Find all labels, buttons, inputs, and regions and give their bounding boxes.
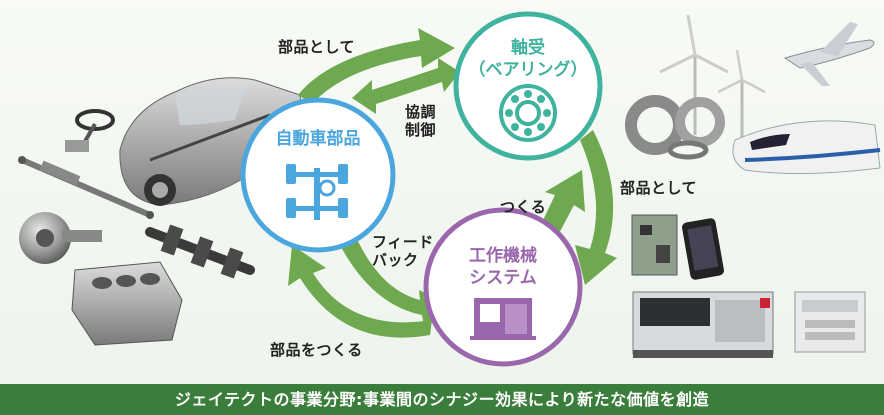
arrow-label-feedback-line1: フィード: [372, 233, 434, 251]
bearings-picture: [625, 95, 725, 160]
auto-parts-title: 自動車部品: [275, 129, 361, 149]
auto-parts-node: [240, 97, 396, 253]
arrow-label-cooperative-control-line1: 協調: [405, 103, 437, 121]
arrow-top-left: [298, 28, 455, 104]
wind-turbines-picture: [659, 14, 766, 140]
arrow-label-make: つくる: [500, 198, 547, 216]
footer-caption: ジェイテクトの事業分野:事業間のシナジー効果により新たな価値を創造: [0, 384, 884, 415]
machine-tools-title: 工作機械 システム: [443, 245, 563, 289]
arrow-label-top-left: 部品として: [278, 38, 356, 56]
arrow-label-right: 部品として: [620, 179, 698, 197]
bearing-title: 軸受 （ベアリング）: [458, 37, 598, 81]
shinkansen-picture: [732, 120, 881, 175]
arrow-label-feedback: フィード バック: [372, 233, 434, 269]
airplane-picture: [783, 22, 875, 86]
smartphone-picture: [682, 218, 724, 280]
car-chassis-icon: [286, 164, 348, 220]
steering-wheel-picture: [65, 109, 115, 152]
bearing-title-line2: （ベアリング）: [468, 60, 588, 80]
arrow-label-cooperative-control: 協調 制御: [405, 103, 436, 139]
bearing-node: [453, 11, 603, 161]
machine-tools-node: [423, 207, 583, 367]
arrow-label-bottom-left: 部品をつくる: [270, 341, 363, 359]
differential-picture: [19, 212, 102, 264]
arrow-label-feedback-line2: バック: [372, 251, 419, 269]
arrow-right: [575, 130, 617, 285]
arrow-bottom-left: [288, 245, 432, 338]
arrow-cooperative-control: [352, 58, 460, 114]
bearing-icon: [499, 84, 557, 142]
bearing-title-line1: 軸受: [511, 38, 545, 58]
engine-block-picture: [71, 261, 183, 346]
arrow-label-cooperative-control-line2: 制御: [405, 121, 437, 139]
circuit-board-picture: [631, 214, 678, 276]
crankshaft-picture: [145, 224, 255, 279]
diagram-canvas: [18, 11, 881, 367]
machine-tools-title-line2: システム: [469, 268, 537, 288]
machine-tools-title-line1: 工作機械: [469, 246, 537, 266]
machine-tool-picture: [632, 291, 774, 358]
steering-rack-picture: [18, 156, 154, 219]
car-chassis-picture: [119, 77, 302, 206]
office-printer-picture: [794, 291, 866, 353]
machine-tool-icon: [470, 298, 536, 340]
